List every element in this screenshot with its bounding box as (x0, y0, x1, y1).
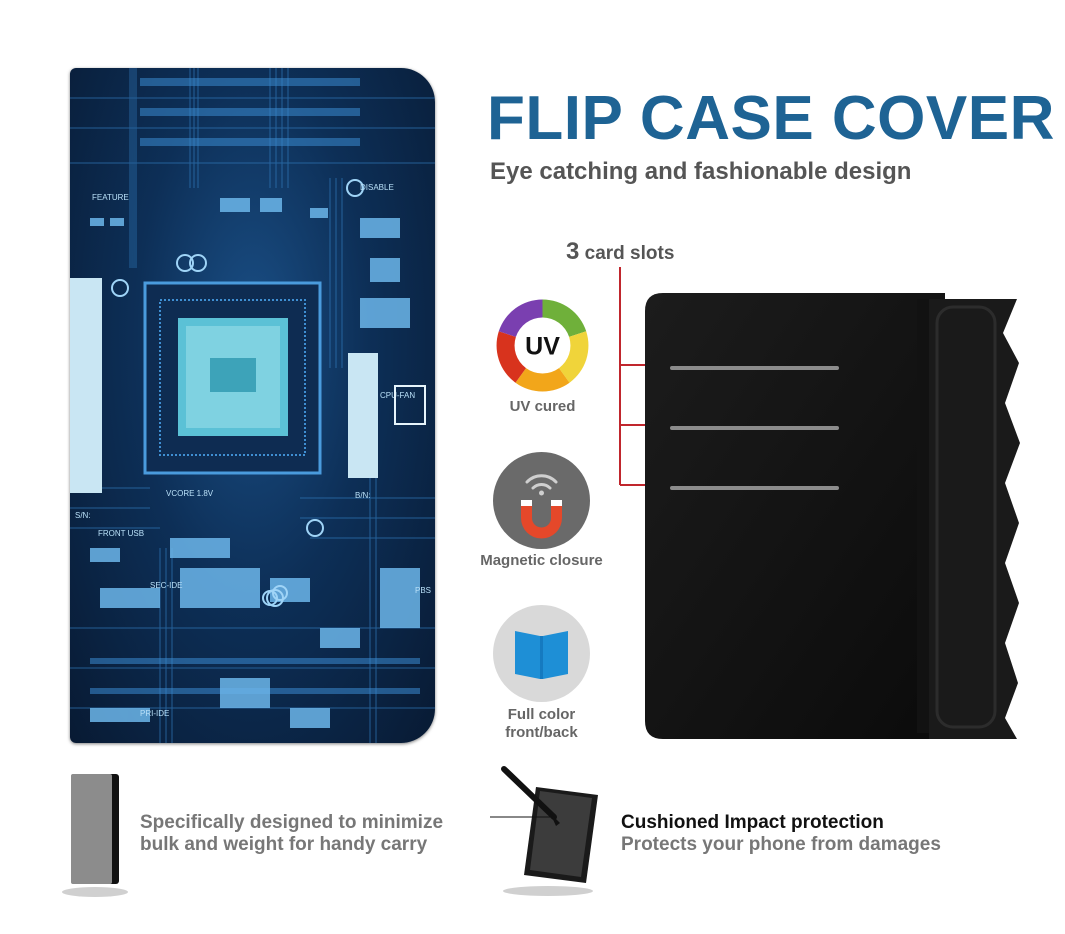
circuit-board-artwork: FEATURE FRONT USB SEC-IDE PRI-IDE PBS B/… (70, 68, 435, 743)
page-subtitle: Eye catching and fashionable design (490, 158, 912, 185)
label-cpu-fan: CPU-FAN (380, 391, 415, 400)
label-sec-ide: SEC-IDE (150, 581, 182, 590)
front-cover-circuit-design: FEATURE FRONT USB SEC-IDE PRI-IDE PBS B/… (70, 68, 435, 743)
uv-icon: UV (495, 298, 590, 393)
label-front-usb: FRONT USB (98, 529, 144, 538)
slim-design-line2: bulk and weight for handy carry (140, 834, 428, 855)
label-sn: S/N: (75, 511, 91, 520)
slim-design-text: Specifically designed to minimize bulk a… (140, 812, 443, 856)
book-icon (493, 605, 590, 702)
card-slots-label: card slots (584, 243, 675, 264)
uv-badge-text: UV (525, 333, 560, 361)
card-slots-title: 3 card slots (566, 238, 674, 266)
impact-protection-title: Cushioned Impact protection (621, 812, 884, 833)
label-pri-ide: PRI-IDE (140, 709, 169, 718)
full-color-label-line2: front/back (505, 724, 578, 741)
label-pbs: PBS (415, 586, 431, 595)
label-bn: B/N: (355, 491, 371, 500)
card-slots-count: 3 (566, 238, 580, 265)
label-disable: DISABLE (360, 183, 394, 192)
magnet-icon (493, 452, 590, 549)
label-feature: FEATURE (92, 193, 129, 202)
impact-protection-text: Cushioned Impact protection Protects you… (621, 812, 941, 856)
uv-cured-label: UV cured (509, 398, 576, 415)
card-slots (670, 366, 839, 490)
full-color-label-line1: Full color (507, 706, 576, 723)
impact-protection-subtitle: Protects your phone from damages (621, 834, 941, 855)
magnetic-closure-label: Magnetic closure (480, 552, 603, 569)
slim-case-icon (60, 770, 130, 900)
phone-case-with-pen-icon (490, 765, 605, 900)
full-color-label: Full color front/back (475, 706, 608, 742)
page-title: FLIP CASE COVER (487, 84, 1055, 153)
label-vcore: VCORE 1.8V (166, 489, 214, 498)
open-wallet-interior (645, 293, 1025, 739)
card-slot-bracket (619, 267, 645, 486)
slim-design-line1: Specifically designed to minimize (140, 812, 444, 833)
